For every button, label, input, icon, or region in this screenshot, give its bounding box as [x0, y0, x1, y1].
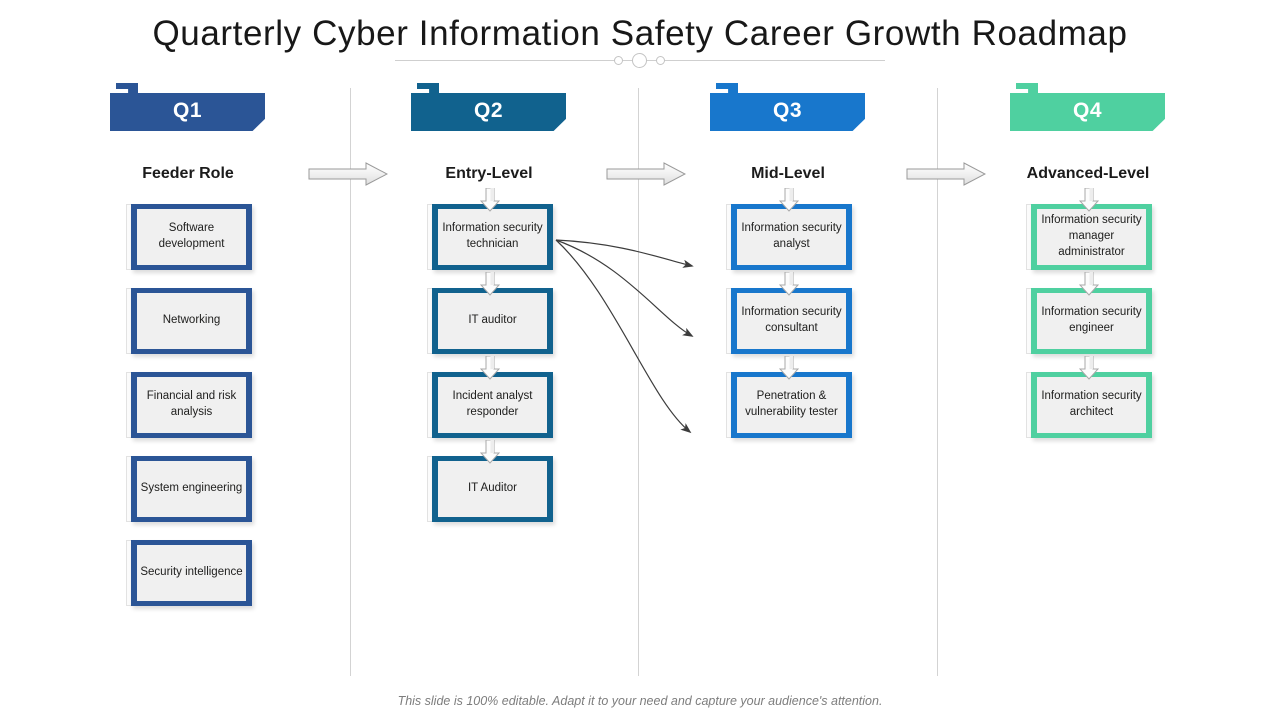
quarter-column-q3: Q3 Mid-Level Information security analys…: [638, 0, 938, 720]
node-body: Financial and risk analysis: [131, 372, 252, 438]
node-label: Information security analyst: [741, 222, 842, 250]
quarter-column-q4: Q4 Advanced-Level Information security m…: [938, 0, 1238, 720]
node-label: Networking: [162, 314, 221, 327]
role-node[interactable]: Information security analyst: [726, 188, 852, 270]
node-body: Incident analyst responder: [432, 372, 553, 438]
ribbon-label: Q3: [772, 99, 802, 122]
divider-dot-small-right: [656, 56, 665, 65]
column-subtitle-q2: Entry-Level: [445, 165, 533, 182]
ribbon-banner-q1[interactable]: Q1: [110, 83, 265, 131]
role-node[interactable]: System engineering: [126, 456, 252, 522]
node-label: Information security architect: [1041, 390, 1142, 418]
down-arrow-icon: [779, 188, 799, 212]
node-body: Software development: [131, 204, 252, 270]
node-body: Information security consultant: [731, 288, 852, 354]
column-subtitle-q1: Feeder Role: [142, 165, 234, 182]
footer-note: This slide is 100% editable. Adapt it to…: [397, 694, 883, 708]
role-node[interactable]: Security intelligence: [126, 540, 252, 606]
node-body: Security intelligence: [131, 540, 252, 606]
node-label: System engineering: [140, 482, 243, 495]
node-stack-q2: Information security technician IT audito…: [427, 188, 553, 540]
page-title: Quarterly Cyber Information Safety Caree…: [152, 14, 1128, 53]
down-arrow-icon: [480, 356, 500, 380]
column-divider-1: [350, 88, 351, 676]
down-arrow-icon: [1079, 188, 1099, 212]
column-subtitle-q4: Advanced-Level: [1026, 165, 1150, 182]
node-label: Information security engineer: [1041, 306, 1142, 334]
role-node[interactable]: Information security architect: [1026, 356, 1152, 438]
node-stack-q4: Information security manager administrat…: [1026, 188, 1152, 456]
node-label: IT auditor: [468, 314, 517, 327]
ribbon-body: Q1: [110, 93, 265, 131]
down-arrow-icon: [480, 272, 500, 296]
ribbon-body: Q2: [411, 93, 566, 131]
node-body: Information security technician: [432, 204, 553, 270]
node-label: Financial and risk analysis: [146, 390, 237, 418]
node-label: Information security manager administrat…: [1041, 214, 1142, 258]
ribbon-tab-icon: [716, 83, 738, 94]
node-body: Penetration & vulnerability tester: [731, 372, 852, 438]
node-body: Information security architect: [1031, 372, 1152, 438]
node-body: Information security analyst: [731, 204, 852, 270]
role-node[interactable]: Information security manager administrat…: [1026, 188, 1152, 270]
ribbon-label: Q2: [473, 99, 503, 122]
role-node[interactable]: Financial and risk analysis: [126, 372, 252, 438]
node-body: Information security engineer: [1031, 288, 1152, 354]
node-body: IT Auditor: [432, 456, 553, 522]
role-node[interactable]: Information security consultant: [726, 272, 852, 354]
step-arrow-q2-q3: [606, 161, 686, 187]
role-node[interactable]: Software development: [126, 204, 252, 270]
node-body: System engineering: [131, 456, 252, 522]
node-label: Incident analyst responder: [452, 390, 533, 418]
role-node[interactable]: Networking: [126, 288, 252, 354]
ribbon-banner-q3[interactable]: Q3: [710, 83, 865, 131]
node-label: IT Auditor: [467, 482, 517, 495]
down-arrow-icon: [1079, 356, 1099, 380]
role-node[interactable]: IT Auditor: [427, 440, 553, 522]
down-arrow-icon: [779, 356, 799, 380]
ribbon-label: Q1: [172, 99, 202, 122]
node-label: Penetration & vulnerability tester: [745, 390, 838, 418]
node-label: Information security consultant: [741, 306, 842, 334]
ribbon-tab-icon: [417, 83, 439, 94]
node-body: IT auditor: [432, 288, 553, 354]
role-node[interactable]: Information security technician: [427, 188, 553, 270]
quarter-column-q2: Q2 Entry-Level Information security tech…: [339, 0, 639, 720]
node-body: Networking: [131, 288, 252, 354]
node-body: Information security manager administrat…: [1031, 204, 1152, 270]
role-node[interactable]: Penetration & vulnerability tester: [726, 356, 852, 438]
ribbon-tab-icon: [1016, 83, 1038, 94]
ribbon-banner-q4[interactable]: Q4: [1010, 83, 1165, 131]
down-arrow-icon: [779, 272, 799, 296]
node-label: Software development: [158, 222, 225, 250]
ribbon-label: Q4: [1072, 99, 1102, 122]
down-arrow-icon: [1079, 272, 1099, 296]
down-arrow-icon: [480, 188, 500, 212]
ribbon-banner-q2[interactable]: Q2: [411, 83, 566, 131]
node-label: Information security technician: [442, 222, 543, 250]
column-subtitle-q3: Mid-Level: [751, 165, 825, 182]
step-arrow-q3-q4: [906, 161, 986, 187]
ribbon-body: Q3: [710, 93, 865, 131]
down-arrow-icon: [480, 440, 500, 464]
node-label: Security intelligence: [140, 566, 243, 579]
role-node[interactable]: IT auditor: [427, 272, 553, 354]
column-divider-3: [937, 88, 938, 676]
divider-dot-small-left: [614, 56, 623, 65]
ribbon-body: Q4: [1010, 93, 1165, 131]
divider-dot-large-center: [632, 53, 647, 68]
role-node[interactable]: Incident analyst responder: [427, 356, 553, 438]
ribbon-tab-icon: [116, 83, 138, 94]
step-arrow-q1-q2: [308, 161, 388, 187]
role-node[interactable]: Information security engineer: [1026, 272, 1152, 354]
